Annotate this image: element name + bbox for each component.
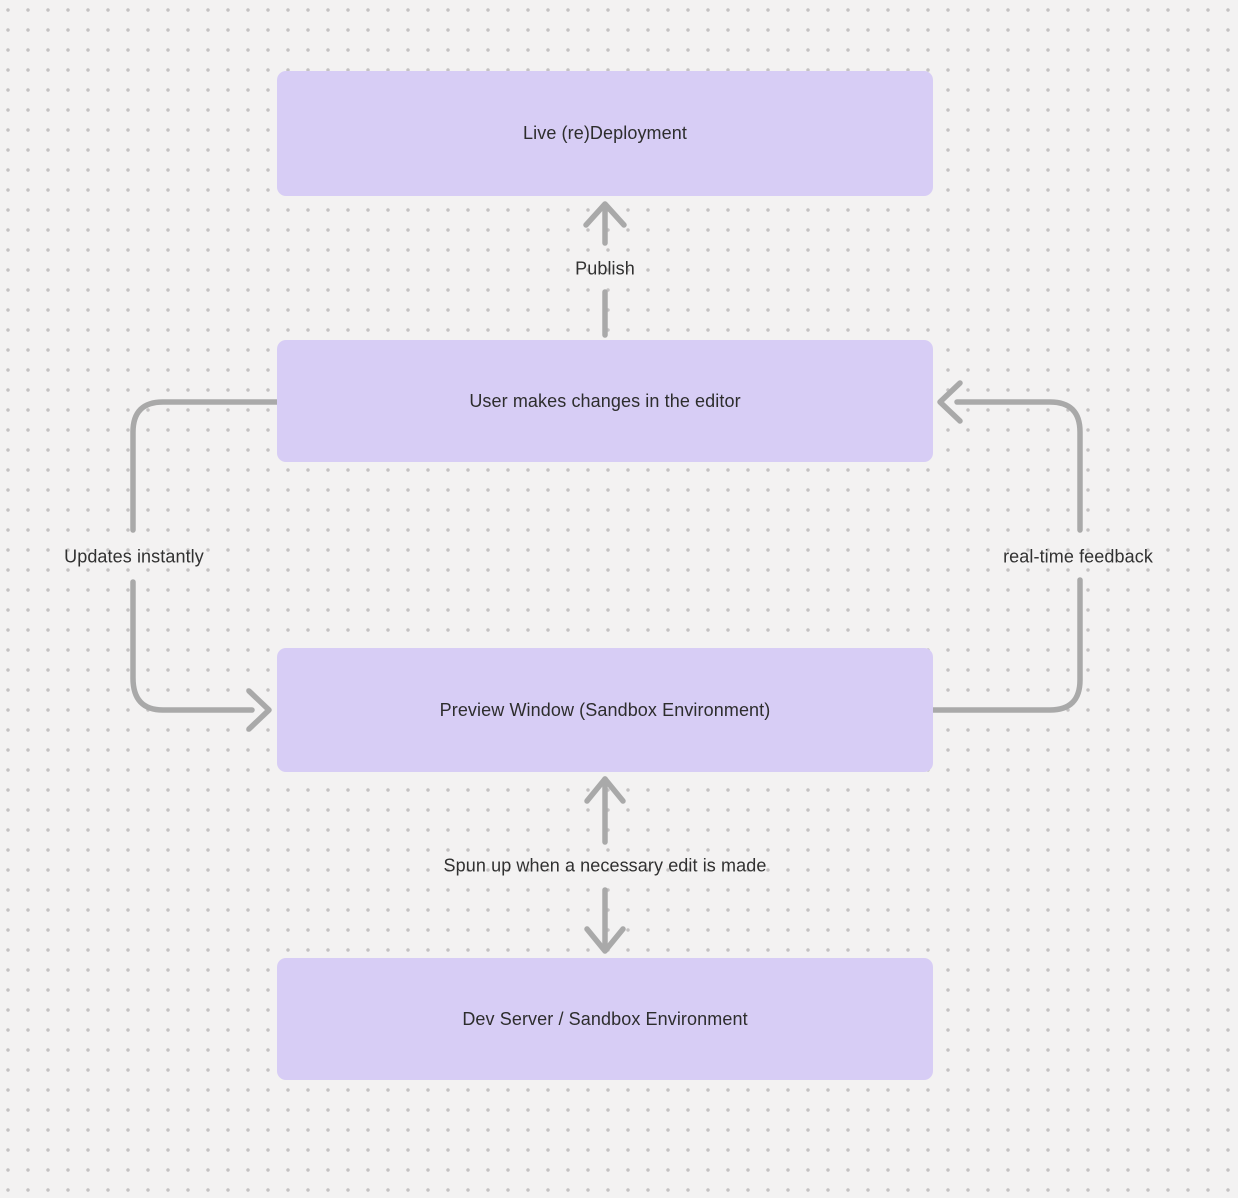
arrowhead-up-icon	[583, 201, 627, 228]
arrowhead-left-icon	[937, 380, 963, 424]
edge-label-realtime-feedback: real-time feedback	[1003, 546, 1153, 567]
node-user-changes: User makes changes in the editor	[277, 340, 933, 462]
node-dev-server: Dev Server / Sandbox Environment	[277, 958, 933, 1080]
node-label: Live (re)Deployment	[523, 123, 687, 143]
arrowhead-right-icon	[246, 688, 272, 732]
node-label: User makes changes in the editor	[469, 390, 741, 411]
edge-label-publish: Publish	[575, 258, 635, 279]
node-label: Dev Server / Sandbox Environment	[462, 1008, 748, 1029]
arrowhead-up-icon	[584, 776, 626, 804]
edge-label-spun-up: Spun up when a necessary edit is made	[443, 855, 767, 876]
node-preview-window: Preview Window (Sandbox Environment)	[277, 648, 933, 772]
edge-label-updates-instantly: Updates instantly	[64, 546, 204, 567]
node-live-deployment: Live (re)Deployment	[277, 71, 933, 196]
node-label: Preview Window (Sandbox Environment)	[439, 699, 771, 720]
arrowhead-down-icon	[584, 926, 626, 954]
